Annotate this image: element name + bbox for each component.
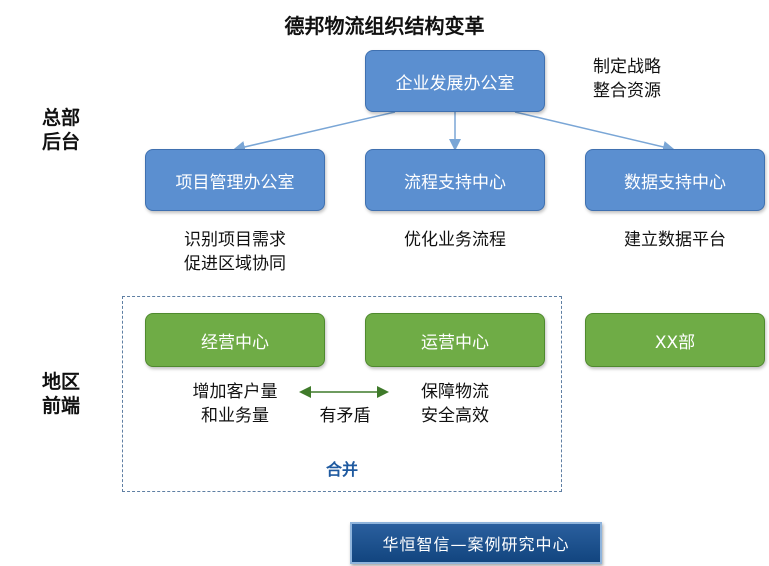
hq-backend-label: 总部 后台 (42, 106, 80, 154)
project-management-office-box: 项目管理办公室 (145, 149, 325, 211)
business-note-line2: 和业务量 (201, 406, 269, 426)
enterprise-development-office-box: 企业发展办公室 (365, 50, 545, 112)
connector-to-pmo (233, 111, 396, 153)
merge-label: 合并 (325, 460, 358, 479)
region-label-line2: 前端 (42, 395, 81, 417)
region-label-line1: 地区 (42, 371, 81, 393)
conflict-label: 有矛盾 (319, 406, 371, 426)
data-note: 建立数据平台 (585, 228, 765, 252)
operations-note-line1: 保障物流 (421, 382, 489, 402)
top-note-line2: 整合资源 (593, 81, 661, 101)
business-center-box: 经营中心 (145, 313, 325, 367)
pmo-note-line2: 促进区域协同 (184, 254, 286, 274)
source-banner: 华恒智信—案例研究中心 (350, 522, 602, 564)
process-support-center-box: 流程支持中心 (365, 149, 545, 211)
business-note: 增加客户量 和业务量 (150, 380, 320, 428)
process-note-line1: 优化业务流程 (404, 230, 506, 250)
region-frontend-label: 地区 前端 (42, 370, 80, 418)
hq-label-line2: 后台 (42, 131, 81, 153)
pmo-note-line1: 识别项目需求 (184, 230, 286, 250)
top-note-line1: 制定战略 (593, 57, 661, 77)
xx-department-box: XX部 (585, 313, 765, 367)
hq-label-line1: 总部 (42, 107, 81, 129)
merge-region (122, 296, 562, 492)
data-support-center-box: 数据支持中心 (585, 149, 765, 211)
pmo-note: 识别项目需求 促进区域协同 (145, 228, 325, 276)
operations-center-box: 运营中心 (365, 313, 545, 367)
business-note-line1: 增加客户量 (192, 382, 278, 402)
data-note-line1: 建立数据平台 (624, 230, 726, 250)
operations-note: 保障物流 安全高效 (370, 380, 540, 428)
top-note: 制定战略 整合资源 (593, 55, 661, 103)
process-note: 优化业务流程 (365, 228, 545, 252)
connector-to-data (514, 111, 675, 153)
operations-note-line2: 安全高效 (421, 406, 489, 426)
page-title: 德邦物流组织结构变革 (284, 14, 485, 38)
